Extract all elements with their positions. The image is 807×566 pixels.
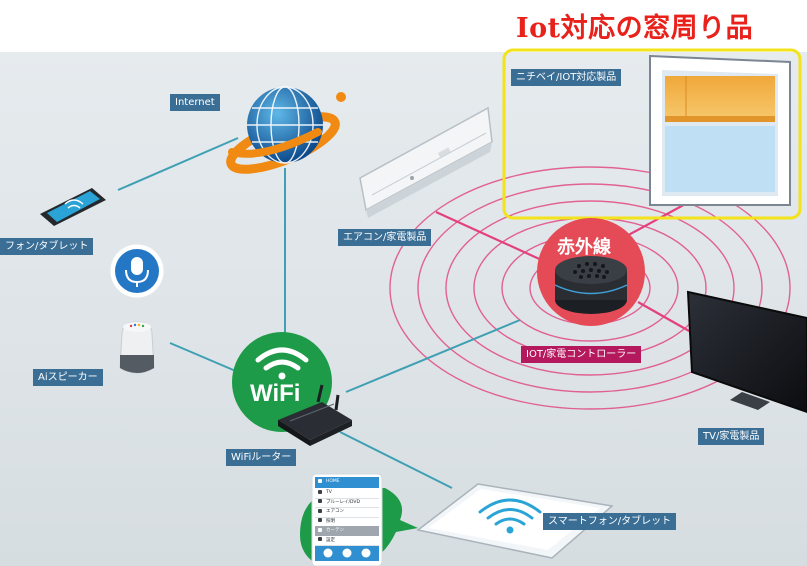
app-menu-item: 設定 [315, 536, 379, 546]
aircon-label: エアコン/家電製品 [338, 229, 432, 246]
window-product-label: ニチベイ/IOT対応製品 [511, 69, 622, 86]
speaker-icon [119, 321, 155, 374]
tablet-icon [416, 483, 614, 559]
smartphone-icon [40, 188, 106, 226]
app-menu-item-label: HOME [326, 479, 340, 484]
wifi-label: WiFi [250, 380, 301, 407]
tv-label: TV/家電製品 [698, 428, 765, 445]
infrared-label: 赤外線 [557, 237, 611, 258]
light-icon [318, 518, 322, 522]
iot-product-highlight [502, 48, 802, 220]
controller-label: IOT/家電コントローラー [521, 346, 642, 363]
tv-icon [318, 489, 322, 494]
app-menu: HOME TV ブルーレイ/DVD エアコン照明カーテン設定 [315, 477, 379, 547]
gear-icon [318, 537, 322, 541]
curtain-icon [318, 527, 322, 532]
aircon-icon [318, 508, 322, 513]
app-menu-item-label: ブルーレイ/DVD [326, 499, 360, 505]
app-menu-item: カーテン [315, 526, 379, 536]
app-menu-item-label: カーテン [326, 528, 344, 533]
wifi-icon [232, 332, 332, 432]
app-menu-item-label: 設定 [326, 537, 335, 543]
ai-speaker-label: Aiスピーカー [33, 369, 103, 386]
television-icon [686, 290, 807, 414]
network-lines [117, 137, 521, 489]
app-menu-item-label: 照明 [326, 518, 335, 524]
app-menu-item: エアコン [315, 507, 379, 518]
app-menu-item-label: エアコン [326, 509, 344, 514]
ir-controller-badge [537, 218, 645, 326]
internet-label: Internet [170, 94, 220, 111]
globe-icon [226, 86, 346, 174]
app-menu-item-label: TV [326, 490, 332, 495]
disc-icon [318, 499, 322, 503]
router-icon [278, 384, 352, 446]
app-menu-item: HOME [315, 477, 379, 487]
app-menu-item: TV [315, 488, 379, 499]
page-title: Iot対応の窓周り品 [516, 13, 754, 44]
phone-left-label: フォン/タブレット [0, 238, 94, 255]
router-label: WiFiルーター [226, 449, 297, 466]
air-conditioner-icon [359, 106, 493, 218]
window-blind-icon [649, 54, 791, 206]
microphone-icon [109, 243, 165, 299]
app-menu-item: ブルーレイ/DVD [315, 498, 379, 508]
home-icon [318, 478, 322, 483]
tablet-label: スマートフォン/タブレット [543, 513, 677, 530]
